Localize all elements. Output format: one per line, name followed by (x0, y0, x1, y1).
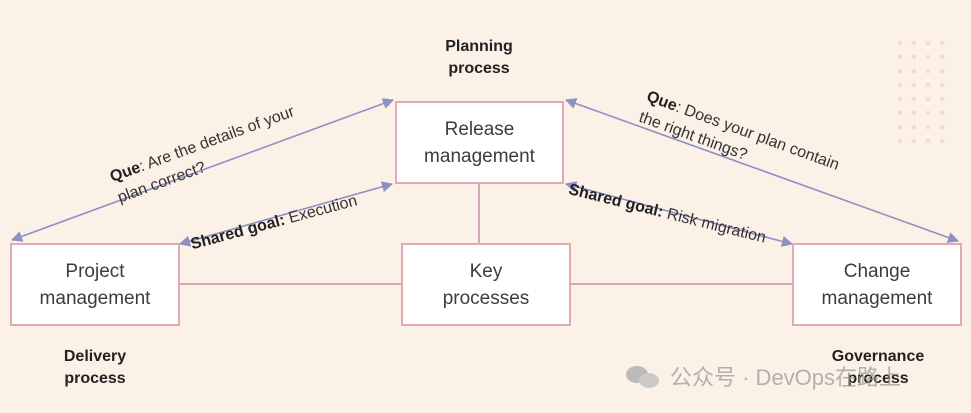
governance-process-label: Governance process (831, 348, 925, 387)
key-processes-box: Key processes (401, 243, 571, 326)
delivery-process-label: Delivery process (63, 348, 127, 387)
project-management-box: Project management (10, 243, 180, 326)
arrow-left-question (10, 98, 395, 242)
watermark: 公众号 · DevOps在路上 (626, 360, 901, 392)
arrow-right-goal (564, 181, 794, 247)
change-management-box: Change management (792, 243, 962, 326)
arrow-right-question (564, 98, 960, 243)
watermark-text: 公众号 · DevOps在路上 (670, 365, 902, 390)
release-management-box: Release management (395, 101, 564, 184)
planning-process-label: Planning process (445, 38, 513, 77)
wechat-icon (626, 364, 662, 388)
arrow-left-goal (178, 181, 394, 247)
